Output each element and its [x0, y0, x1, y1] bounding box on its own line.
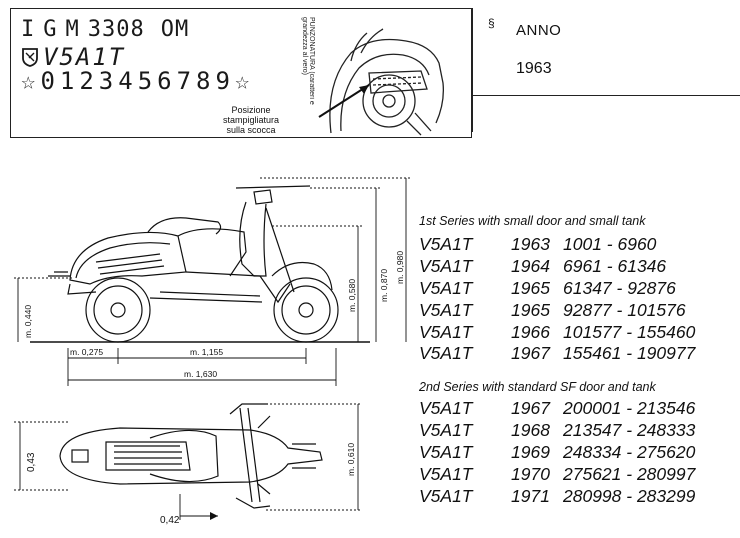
row-model: V5A1T	[419, 321, 473, 342]
star-icon: ☆	[21, 67, 41, 95]
dim-overall-height: m. 0,980	[395, 251, 405, 284]
row-range: 213547 - 248333	[563, 420, 696, 441]
list-item: V5A1T 1967 155461 - 190977	[419, 343, 740, 365]
row-year: 1969	[511, 441, 550, 462]
row-model: V5A1T	[419, 256, 473, 277]
stamp-vertical-note: PUNZONATURA (caratteri e grandezza al ve…	[301, 17, 315, 105]
list-item: V5A1T 1969 248334 - 275620	[419, 442, 740, 464]
dim-handlebar-width: m. 0,610	[346, 443, 356, 476]
list-item: V5A1T 1971 280998 - 283299	[419, 485, 740, 507]
list-item: V5A1T 1965 92877 - 101576	[419, 299, 740, 321]
vertical-divider	[472, 8, 473, 132]
stamp-position-caption: Posizione stampigliatura sulla scocca	[211, 105, 291, 135]
dim-body-width: 0,43	[26, 452, 37, 472]
dim-overall-length: m. 1,630	[184, 369, 217, 379]
dim-wheelbase: m. 1,155	[190, 347, 223, 357]
row-model: V5A1T	[419, 299, 473, 320]
engine-cowl	[69, 231, 187, 285]
stamp-digits: 0123456789	[40, 67, 235, 95]
series-2-title: 2nd Series with standard SF door and tan…	[419, 380, 656, 394]
row-range: 61347 - 92876	[563, 277, 676, 298]
row-year: 1967	[511, 398, 550, 419]
row-range: 1001 - 6960	[563, 234, 657, 255]
row-year: 1970	[511, 463, 550, 484]
stamp-code-line-2: V5A1T	[21, 43, 125, 71]
list-item: V5A1T 1965 61347 - 92876	[419, 278, 740, 300]
year-panel: § ANNO 1963	[472, 8, 740, 132]
list-item: V5A1T 1968 213547 - 248333	[419, 420, 740, 442]
front-wheel	[273, 277, 339, 343]
list-item: V5A1T 1964 6961 - 61346	[419, 256, 740, 278]
dim-rear-width: 0,42	[160, 515, 180, 526]
row-year: 1964	[511, 256, 550, 277]
row-range: 101577 - 155460	[563, 321, 696, 342]
list-item: V5A1T 1966 101577 - 155460	[419, 321, 740, 343]
dim-seat-height: m. 0,870	[379, 269, 389, 302]
row-range: 200001 - 213546	[563, 398, 696, 419]
caption-line: sulla scocca	[226, 125, 276, 135]
row-model: V5A1T	[419, 277, 473, 298]
caption-line: Posizione	[231, 105, 271, 115]
row-model: V5A1T	[419, 398, 473, 419]
side-view-drawing: m. 0,870 m. 0,980 m. 0,580 m. 0,440 m. 0…	[14, 177, 410, 386]
list-item: V5A1T 1963 1001 - 6960	[419, 234, 740, 256]
row-model: V5A1T	[419, 463, 473, 484]
frame-location-sketch	[318, 28, 444, 136]
row-year: 1965	[511, 277, 550, 298]
series-1-list: V5A1T 1963 1001 - 6960 V5A1T 1964 6961 - 613…	[419, 234, 740, 365]
shield-icon	[22, 48, 38, 67]
stamp-char: G	[43, 17, 58, 42]
row-model: V5A1T	[419, 234, 473, 255]
stamp-suffix: OM	[160, 17, 190, 42]
star-icon: ☆	[234, 67, 255, 95]
dim-floor-height: m. 0,440	[23, 305, 33, 338]
stamp-char: I	[21, 17, 36, 42]
year-value: 1963	[516, 60, 552, 77]
row-year: 1968	[511, 420, 550, 441]
row-range: 155461 - 190977	[563, 343, 696, 364]
row-range: 92877 - 101576	[563, 299, 686, 320]
reference-mark-icon: §	[488, 16, 495, 30]
list-item: V5A1T 1970 275621 - 280997	[419, 463, 740, 485]
row-range: 6961 - 61346	[563, 256, 667, 277]
row-model: V5A1T	[419, 343, 473, 364]
list-item: V5A1T 1967 200001 - 213546	[419, 398, 740, 420]
row-year: 1963	[511, 234, 550, 255]
row-model: V5A1T	[419, 485, 473, 506]
dim-front-overhang: m. 0,275	[70, 347, 103, 357]
year-label: ANNO	[516, 22, 562, 39]
series-1-title: 1st Series with small door and small tan…	[419, 214, 646, 228]
stamp-char: M	[65, 17, 80, 42]
row-year: 1971	[511, 485, 550, 506]
row-range: 280998 - 283299	[563, 485, 696, 506]
row-year: 1965	[511, 299, 550, 320]
dim-handlebar-height: m. 0,580	[347, 279, 357, 312]
series-2-list: V5A1T 1967 200001 - 213546 V5A1T 1968 213547…	[419, 398, 740, 507]
body-outline	[59, 427, 323, 485]
row-year: 1967	[511, 343, 550, 364]
row-range: 248334 - 275620	[563, 441, 696, 462]
rear-wheel	[85, 277, 151, 343]
row-range: 275621 - 280997	[563, 463, 696, 484]
row-year: 1966	[511, 321, 550, 342]
top-view-drawing: 0,43 m. 0,610 0,42	[14, 403, 362, 526]
stamp-model-code: V5A1T	[43, 43, 126, 71]
stamp-number: 3308	[87, 17, 145, 42]
stamp-code-line-3: ☆0123456789☆	[21, 67, 254, 95]
row-model: V5A1T	[419, 420, 473, 441]
row-model: V5A1T	[419, 441, 473, 462]
caption-line: stampigliatura	[222, 115, 280, 125]
